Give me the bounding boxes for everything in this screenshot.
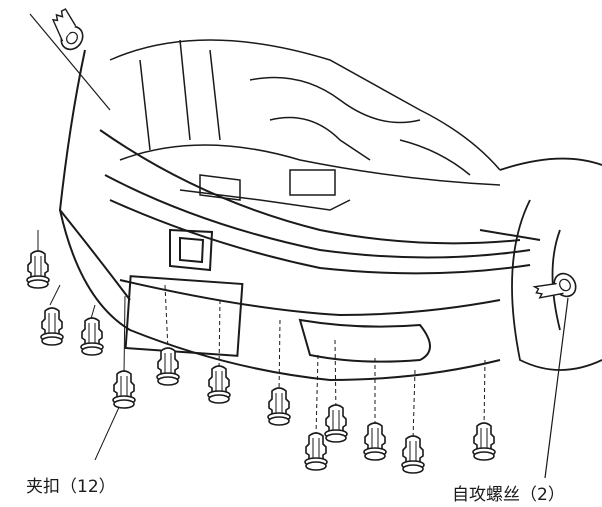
engine-bay <box>109 39 501 211</box>
clips <box>26 250 496 474</box>
bumper <box>58 49 541 382</box>
clip-8 <box>304 432 328 471</box>
clip-12 <box>472 422 496 461</box>
clip-4 <box>112 370 136 409</box>
screw-right-leader <box>544 297 569 479</box>
clip-locators <box>164 284 486 441</box>
clip-2 <box>40 307 64 346</box>
screw-top-left-leader <box>29 13 111 111</box>
screw-label: 自攻螺丝（2） <box>452 485 565 505</box>
clip-label: 夹扣（12） <box>26 477 116 497</box>
clip-10 <box>363 422 387 461</box>
clip-9 <box>324 404 348 443</box>
clip-1 <box>26 250 50 289</box>
fender <box>499 157 602 371</box>
clip-5 <box>156 347 180 386</box>
screw-top-left <box>51 8 84 51</box>
clip-6 <box>207 365 231 404</box>
clip-7 <box>267 387 291 426</box>
clip-leaders <box>37 230 126 461</box>
screw-right <box>532 272 577 299</box>
clip-11 <box>401 435 425 474</box>
clip-3 <box>80 317 104 356</box>
